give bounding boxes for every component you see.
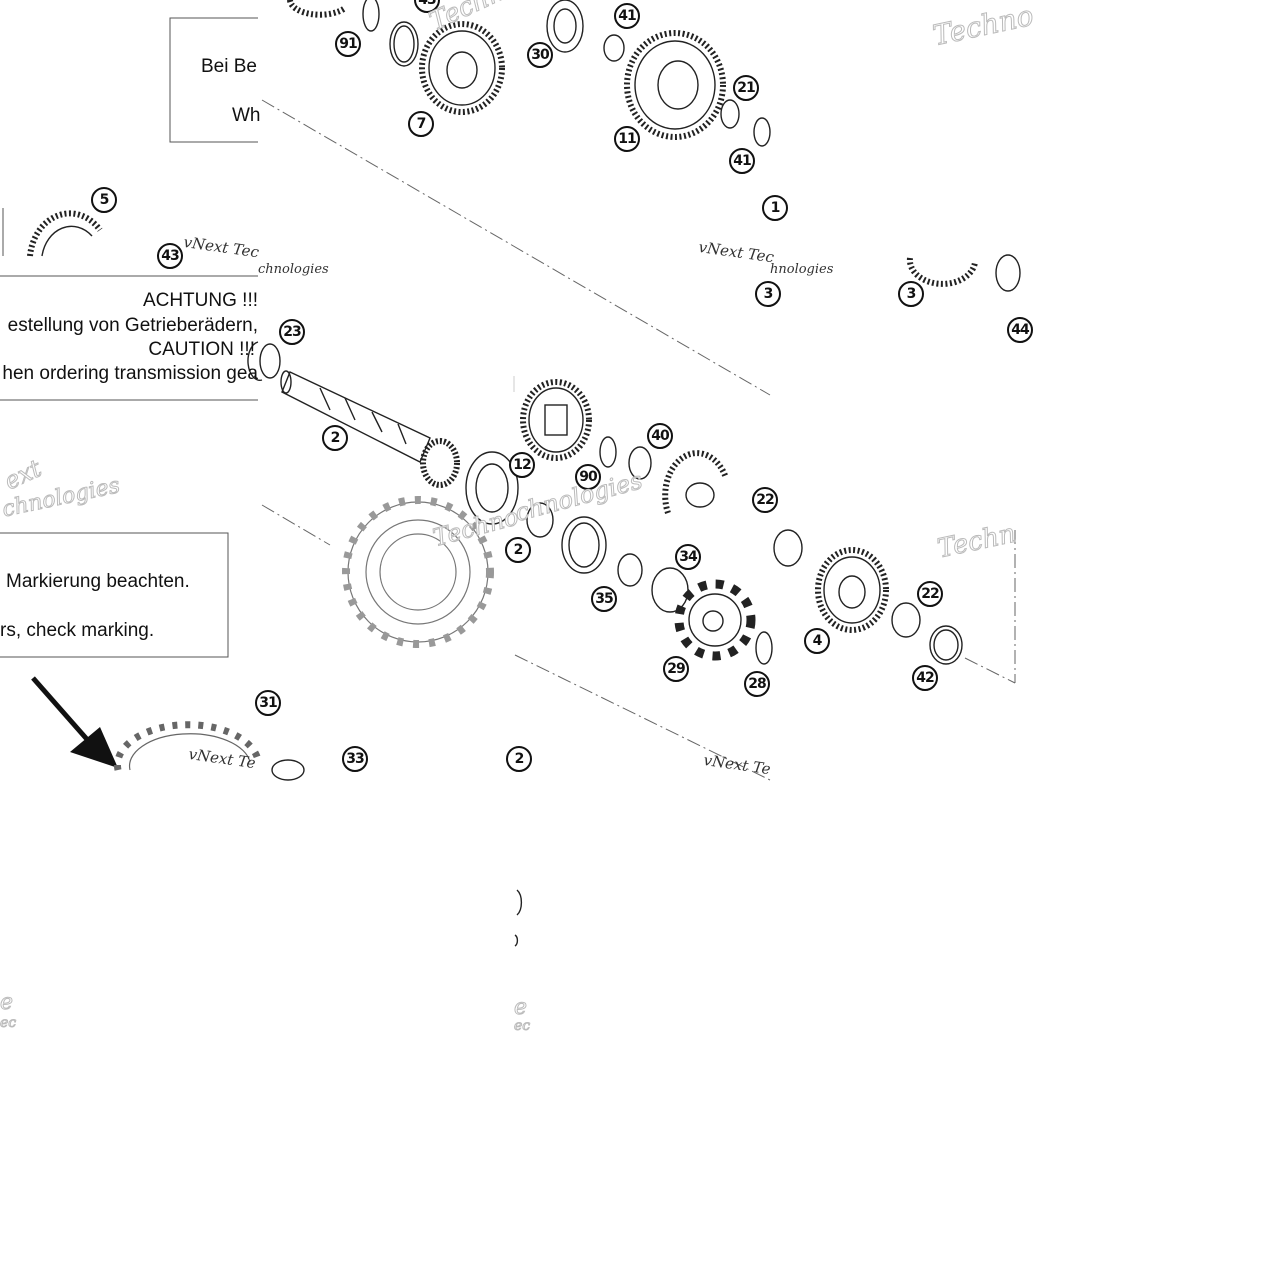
part-number-callout: 23 [279,319,305,345]
watermark-text: e [0,990,14,1016]
washer-icon [617,553,643,587]
part-number-callout: 90 [575,464,601,490]
top-notice-box [169,17,258,143]
axis-line [261,504,331,546]
gears [27,0,978,771]
gear-icon [624,30,726,140]
part-number-callout: 43 [157,243,183,269]
washer-icon [516,889,523,916]
lower-notice-box [0,532,229,658]
part-number-callout: 29 [663,656,689,682]
part-number-callout: 3 [898,281,924,307]
shaft-icon [280,370,460,488]
axis-line [964,657,1016,684]
assembly-axis-lines [261,99,1016,781]
part-number-callout: 4 [804,628,830,654]
part-number-callout: 22 [752,487,778,513]
part-number-callout: 41 [614,3,640,29]
washer-icon [514,934,519,947]
part-number-callout: 33 [342,746,368,772]
part-number-callout: 31 [255,690,281,716]
washer-icon [247,341,263,381]
washer-icon [393,25,415,63]
washer-icon [628,446,652,480]
part-number-callout: 21 [733,75,759,101]
washer-icon [773,529,803,567]
part-number-callout: 28 [744,671,770,697]
part-number-callout: 2 [506,746,532,772]
circlip-icon [599,436,617,468]
part-number-callout: 42 [912,665,938,691]
watermark-text: chnologies [258,262,329,277]
part-number-callout: 2 [505,537,531,563]
part-number-callout: 7 [408,111,434,137]
watermark-text: ec [0,1015,17,1032]
part-number-callout: 34 [675,544,701,570]
lower-box-line2: rs, check marking. [0,620,155,641]
part-number-callout: 44 [1007,317,1033,343]
gear-icon [342,496,494,648]
gear-icon [113,721,262,771]
gear-icon [662,450,729,514]
washer-icon [755,631,773,665]
sprocket-icon [674,579,756,661]
gear-icon [419,21,505,115]
washer-icon [389,21,419,67]
part-number-callout: 40 [647,423,673,449]
achtung-text: estellung von Getrieberädern, [7,315,258,336]
washer-icon [271,759,305,781]
washer-icon [995,254,1021,292]
top-box-line1: Bei Be [201,56,257,77]
watermark-text: ec [513,1018,531,1035]
bearing-icon [553,8,577,44]
part-number-callout: 1 [762,195,788,221]
spacer-icon [651,567,689,613]
gear-icon [27,210,103,257]
part-number-callout: 11 [614,126,640,152]
washer-icon [753,117,771,147]
gear-icon [287,0,347,18]
gear-icon [520,379,592,461]
washer-icon [603,34,625,62]
lower-box-line1: Markierung beachten. [6,571,190,592]
caution-text: hen ordering transmission gea [2,363,258,384]
bearing-icon [891,602,921,638]
washer-icon [933,629,959,661]
bearing-icon [475,463,509,513]
washer-icon [720,99,740,129]
gear-icon [906,257,978,287]
gear-icon [815,547,889,633]
washers [247,0,1021,947]
washer-icon [526,502,554,538]
caution-heading: CAUTION !!! [148,339,255,360]
part-number-callout: 22 [917,581,943,607]
part-number-callout: 3 [755,281,781,307]
part-number-callout: 30 [527,42,553,68]
seal-icon [568,522,600,568]
bearing-icon [465,451,519,525]
washer-icon [259,343,281,379]
part-number-callout: 12 [509,452,535,478]
top-box-line2: Wh [232,105,261,126]
circlip-icon [362,0,380,32]
bearing-icon [546,0,584,53]
part-number-callout: 35 [591,586,617,612]
washer-icon [929,625,963,665]
notice-boxes [0,17,258,658]
achtung-heading: ACHTUNG !!! [142,290,258,311]
axis-line [261,99,771,396]
part-number-callout: 41 [729,148,755,174]
seal-icon [561,516,607,574]
part-number-callout: 2 [322,425,348,451]
part-number-callout: 91 [335,31,361,57]
watermark-text: hnologies [770,262,834,277]
part-number-callout: 5 [91,187,117,213]
watermark-text: e [513,995,528,1021]
arrow-icon [31,676,118,768]
